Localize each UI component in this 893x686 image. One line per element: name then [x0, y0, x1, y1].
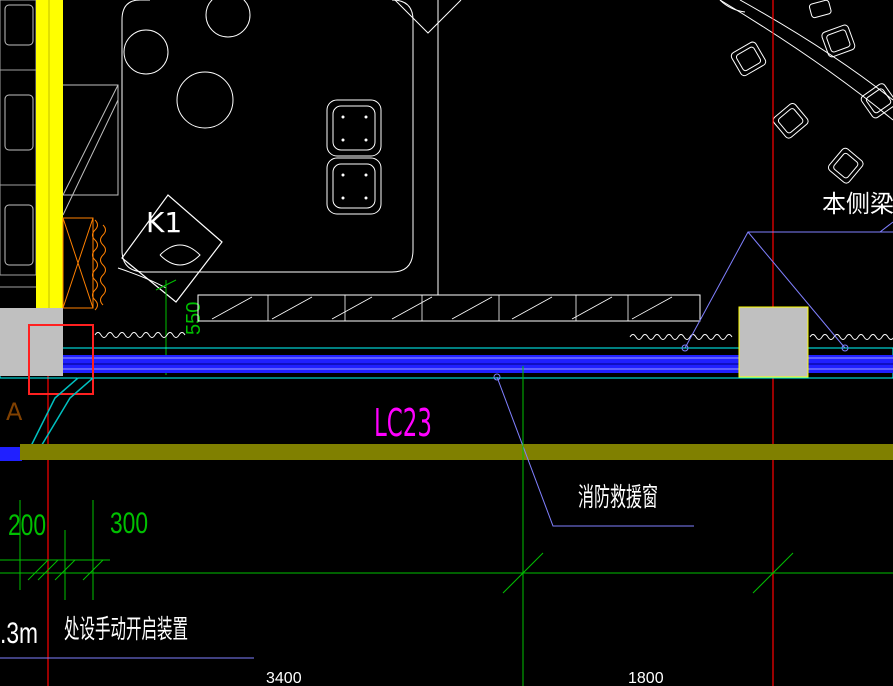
wavy-insulation-line — [94, 332, 893, 340]
left-wall-block — [0, 0, 119, 308]
cyan-corner-line — [20, 377, 94, 449]
vertical-gridlines — [64, 366, 524, 686]
orange-hatch-panel — [62, 217, 106, 311]
dim-300: 300 — [110, 507, 148, 540]
dim-1800: 1800 — [628, 670, 664, 686]
dim-550-text: 550 — [183, 302, 205, 335]
selection-highlight[interactable] — [28, 324, 94, 395]
rescue-window-note[interactable]: 消防救援窗 — [578, 483, 658, 513]
letter-a: A — [6, 398, 23, 426]
window-tag-lc23[interactable]: LC23 — [374, 401, 432, 445]
height-fragment: .3m — [0, 617, 38, 650]
olive-band — [20, 444, 893, 460]
k1-equipment-symbol[interactable]: K1 — [117, 194, 223, 303]
round-table-chairs — [719, 0, 893, 184]
rescue-window-leader — [493, 373, 694, 527]
beam-leader — [681, 221, 893, 352]
column-left[interactable] — [0, 308, 63, 376]
dimension-line-main — [0, 500, 893, 594]
manual-opening-note[interactable]: 处设手动开启装置 — [64, 615, 188, 645]
k1-label: K1 — [146, 206, 182, 239]
central-table — [121, 0, 462, 295]
beam-note: 本侧梁不高 — [822, 190, 893, 218]
column-right[interactable] — [738, 306, 809, 378]
dim-200: 200 — [8, 509, 46, 542]
dim-3400: 3400 — [266, 670, 302, 686]
hatched-bench — [197, 294, 701, 322]
